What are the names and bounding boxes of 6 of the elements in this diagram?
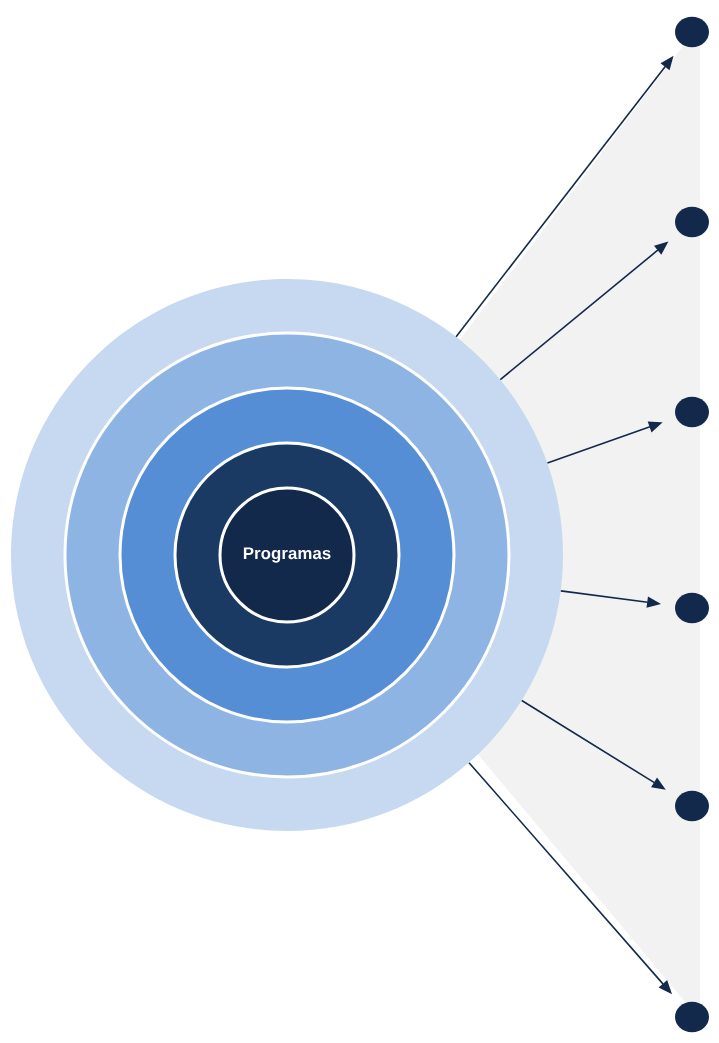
dot <box>675 1001 709 1033</box>
dot <box>675 16 709 48</box>
dot <box>675 396 709 428</box>
dot <box>675 206 709 238</box>
dot <box>675 592 709 624</box>
dot <box>675 790 709 822</box>
